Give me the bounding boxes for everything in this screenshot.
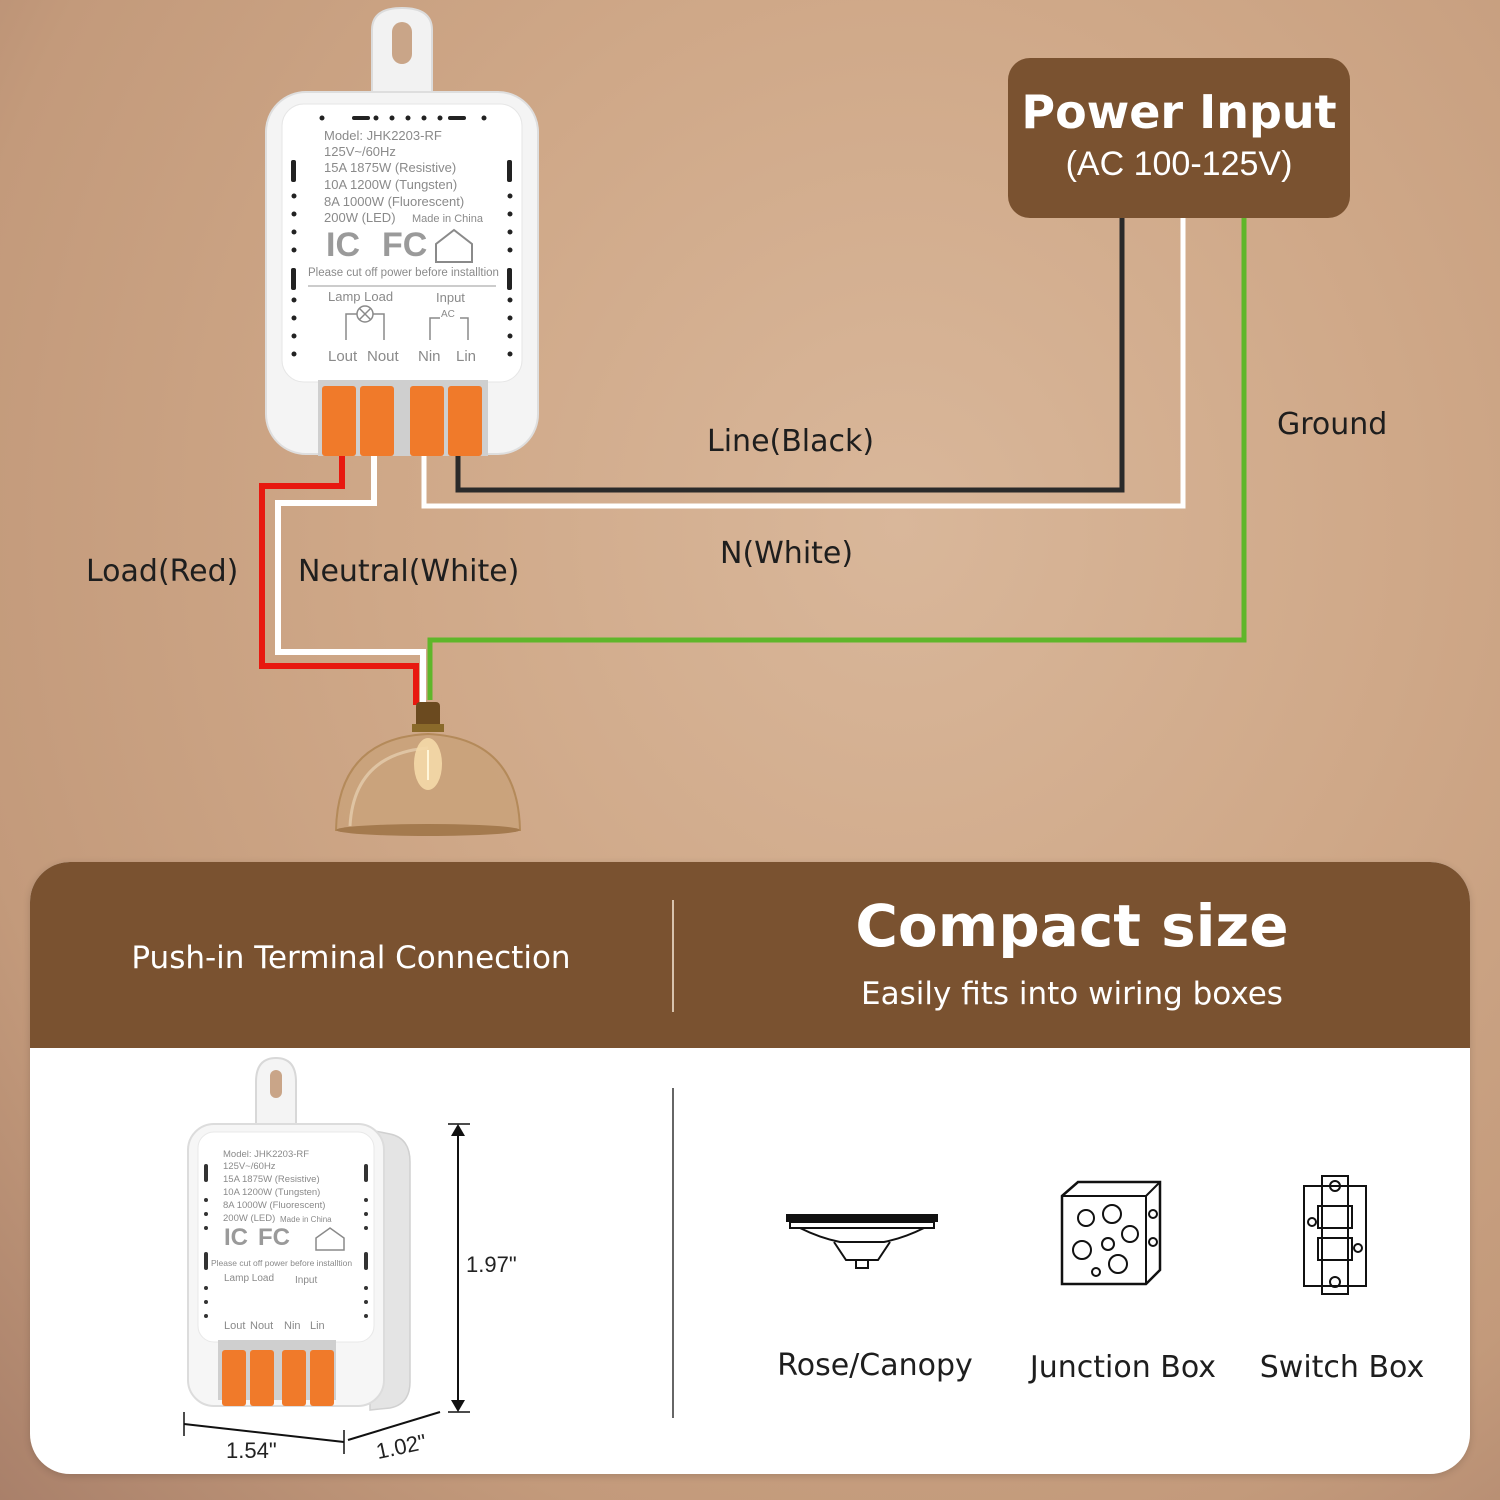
junction-box-label: Junction Box (1029, 1350, 1217, 1385)
height-dimension-label: 1.97" (466, 1252, 517, 1277)
small-terminal-lout: Lout (224, 1320, 246, 1332)
small-input-label: Input (295, 1275, 318, 1286)
ground-wire-label: Ground (1277, 407, 1388, 442)
ground-wire-green (427, 218, 1247, 700)
device-spec-led: 200W (LED) (324, 210, 396, 225)
device-spec-resistive: 15A 1875W (Resistive) (324, 160, 457, 175)
terminal-lout: Lout (328, 348, 358, 365)
small-device-warning: Please cut off power before installtion (211, 1258, 353, 1268)
small-fc-mark: FC (258, 1224, 290, 1251)
small-device-voltage: 125V~/60Hz (223, 1161, 276, 1172)
load-wire-red (259, 440, 419, 705)
small-lamp-load-label: Lamp Load (224, 1273, 275, 1284)
junction-box-icon (1060, 1180, 1162, 1286)
neutral-out-wire-label: Neutral(White) (298, 554, 520, 589)
compact-size-title: Compact size (855, 892, 1289, 960)
lamp-load-label: Lamp Load (328, 289, 394, 304)
load-wire-label: Load(Red) (86, 554, 239, 589)
small-device-spec-tungsten: 10A 1200W (Tungsten) (223, 1187, 321, 1198)
rose-canopy-icon (786, 1214, 938, 1269)
terminal-nout: Nout (367, 348, 399, 365)
power-input-box: Power Input (AC 100-125V) (1008, 58, 1350, 218)
device-spec-fluorescent: 8A 1000W (Fluorescent) (324, 194, 465, 209)
device-dimension-drawing (183, 1056, 470, 1454)
small-device-spec-resistive: 15A 1875W (Resistive) (223, 1174, 320, 1185)
neutral-in-wire-label: N(White) (720, 536, 854, 571)
power-input-subtitle: (AC 100-125V) (1065, 145, 1293, 183)
small-ic-mark: IC (224, 1224, 248, 1251)
small-device-model: Model: JHK2203-RF (223, 1149, 310, 1160)
ac-label: AC (441, 309, 455, 320)
switch-box-label: Switch Box (1259, 1350, 1425, 1385)
device-body-shape (265, 6, 539, 456)
neutral-in-wire-white (421, 218, 1186, 509)
push-in-terminal-title: Push-in Terminal Connection (131, 940, 571, 976)
input-label: Input (436, 290, 465, 305)
line-wire-black (455, 218, 1125, 493)
fc-cert-mark: FC (382, 226, 428, 264)
header-divider (672, 900, 674, 1012)
feature-panel: Push-in Terminal Connection Compact size… (30, 862, 1470, 1474)
body-divider (672, 1088, 674, 1418)
device-voltage: 125V~/60Hz (324, 144, 396, 159)
rose-canopy-label: Rose/Canopy (777, 1348, 973, 1383)
power-input-title: Power Input (1021, 85, 1337, 139)
small-device-spec-fluorescent: 8A 1000W (Fluorescent) (223, 1200, 326, 1211)
compact-size-subtitle: Easily fits into wiring boxes (861, 976, 1283, 1012)
feature-header (30, 862, 1470, 1048)
small-device-origin: Made in China (280, 1215, 332, 1224)
smart-switch-device: Model: JHK2203-RF 125V~/60Hz 15A 1875W (… (262, 0, 542, 470)
small-terminal-lin: Lin (310, 1320, 325, 1332)
small-device-spec-led: 200W (LED) (223, 1213, 276, 1224)
terminal-nin: Nin (418, 348, 441, 365)
device-origin: Made in China (412, 213, 483, 225)
line-wire-label: Line(Black) (707, 424, 875, 459)
ic-cert-mark: IC (326, 226, 360, 264)
small-terminal-nin: Nin (284, 1320, 301, 1332)
neutral-out-wire-white (275, 440, 426, 705)
width-dimension-label: 1.54" (226, 1438, 277, 1463)
device-warning: Please cut off power before installtion (308, 267, 499, 279)
small-terminal-nout: Nout (250, 1320, 274, 1332)
pendant-lamp-icon (334, 702, 522, 836)
switch-box-icon (1303, 1175, 1367, 1295)
terminal-lin: Lin (456, 348, 477, 365)
device-spec-tungsten: 10A 1200W (Tungsten) (324, 177, 458, 192)
device-model: Model: JHK2203-RF (324, 128, 442, 143)
